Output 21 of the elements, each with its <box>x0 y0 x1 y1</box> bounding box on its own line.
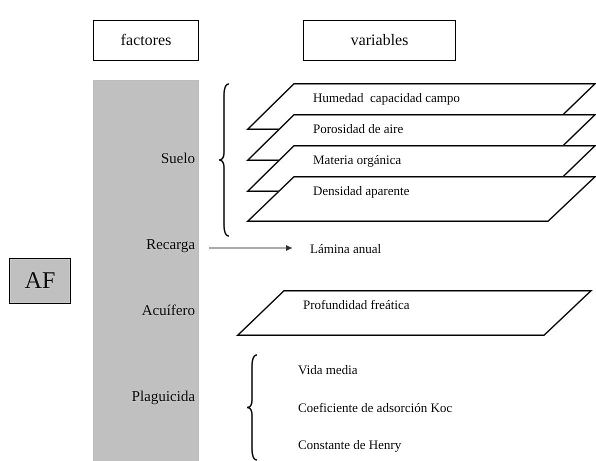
variable-label: Materia orgánica <box>313 152 402 168</box>
variable-label: Constante de Henry <box>298 437 402 453</box>
factor-band <box>93 80 199 461</box>
root-box <box>9 258 71 304</box>
variable-label: Coeficiente de adsorción Koc <box>298 400 452 416</box>
header-box <box>303 20 456 61</box>
factor-label: Suelo <box>160 151 195 167</box>
header-box <box>93 20 199 61</box>
factor-label: Plaguicida <box>132 389 195 405</box>
factor-label: Acuífero <box>142 303 195 319</box>
arrow <box>208 245 292 251</box>
box-label: AF <box>24 268 56 294</box>
variable-label: Humedad capacidad campo <box>313 90 460 106</box>
variable-label: Porosidad de aire <box>313 121 404 137</box>
box-label: variables <box>350 32 408 50</box>
variable-label: Densidad aparente <box>313 183 410 199</box>
box-label: factores <box>120 32 172 50</box>
factor-label: Recarga <box>146 237 195 253</box>
variable-label: Vida media <box>298 362 358 378</box>
variable-label: Lámina anual <box>310 241 382 256</box>
variable-label: Profundidad freática <box>303 297 410 313</box>
